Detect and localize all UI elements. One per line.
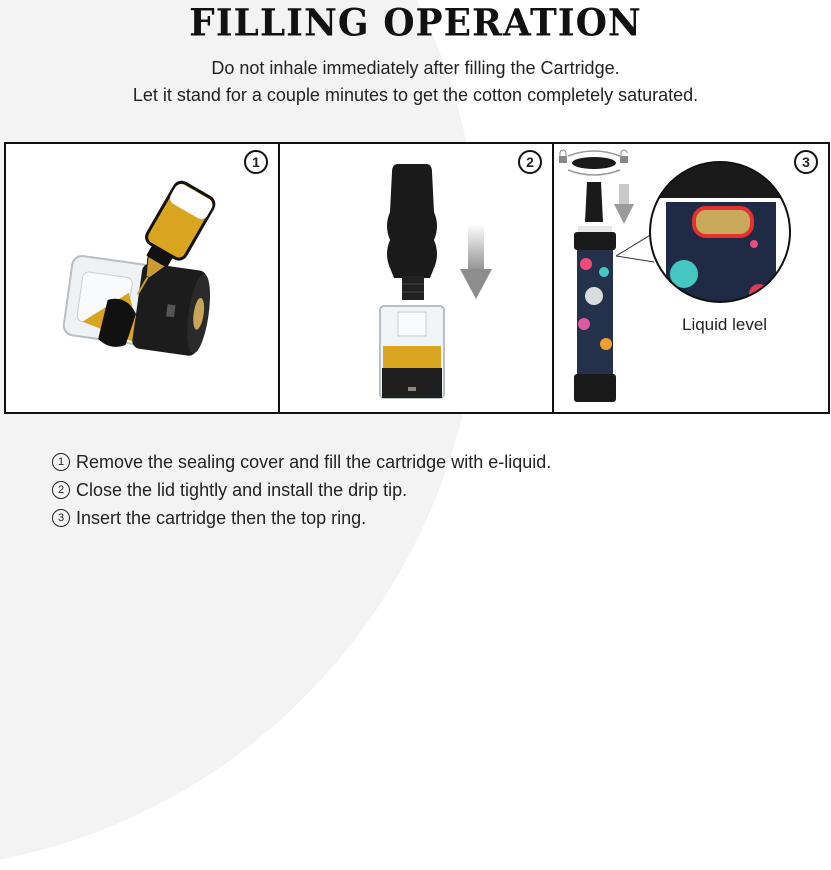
drip-tip-cartridge-illustration	[379, 164, 492, 399]
page-title: FILLING OPERATION	[189, 0, 642, 46]
unlock-icon	[620, 156, 628, 163]
step-number-icon: 2	[52, 481, 70, 499]
subtitle-line-1: Do not inhale immediately after filling …	[211, 58, 620, 78]
step-number-badge: 1	[244, 150, 268, 174]
step-number-icon: 3	[52, 509, 70, 527]
instruction-text: Insert the cartridge then the top ring.	[76, 507, 367, 528]
step-number-badge: 2	[518, 150, 542, 174]
step-panels: 1 2	[4, 142, 830, 414]
panel-step-2: 2	[280, 144, 554, 412]
instruction-text: Close the lid tightly and install the dr…	[76, 479, 408, 500]
panel-step-3: 3	[554, 144, 828, 412]
background-curve	[0, 0, 480, 870]
liquid-level-caption: Liquid level	[682, 315, 768, 334]
instruction-item: 1 Remove the sealing cover and fill the …	[52, 448, 551, 476]
device-liquid-level-illustration	[559, 149, 791, 402]
instruction-list: 1 Remove the sealing cover and fill the …	[52, 448, 551, 532]
instruction-text: Remove the sealing cover and fill the ca…	[76, 451, 552, 472]
panel-step-1: 1	[6, 144, 280, 412]
lock-icon	[559, 156, 567, 163]
subtitle-line-2: Let it stand for a couple minutes to get…	[132, 85, 699, 105]
dropper-bottle-cartridge-illustration	[62, 180, 216, 356]
step-number-icon: 1	[52, 453, 70, 471]
instruction-item: 2 Close the lid tightly and install the …	[52, 476, 551, 504]
step-number-badge: 3	[794, 150, 818, 174]
instruction-item: 3 Insert the cartridge then the top ring…	[52, 504, 551, 532]
